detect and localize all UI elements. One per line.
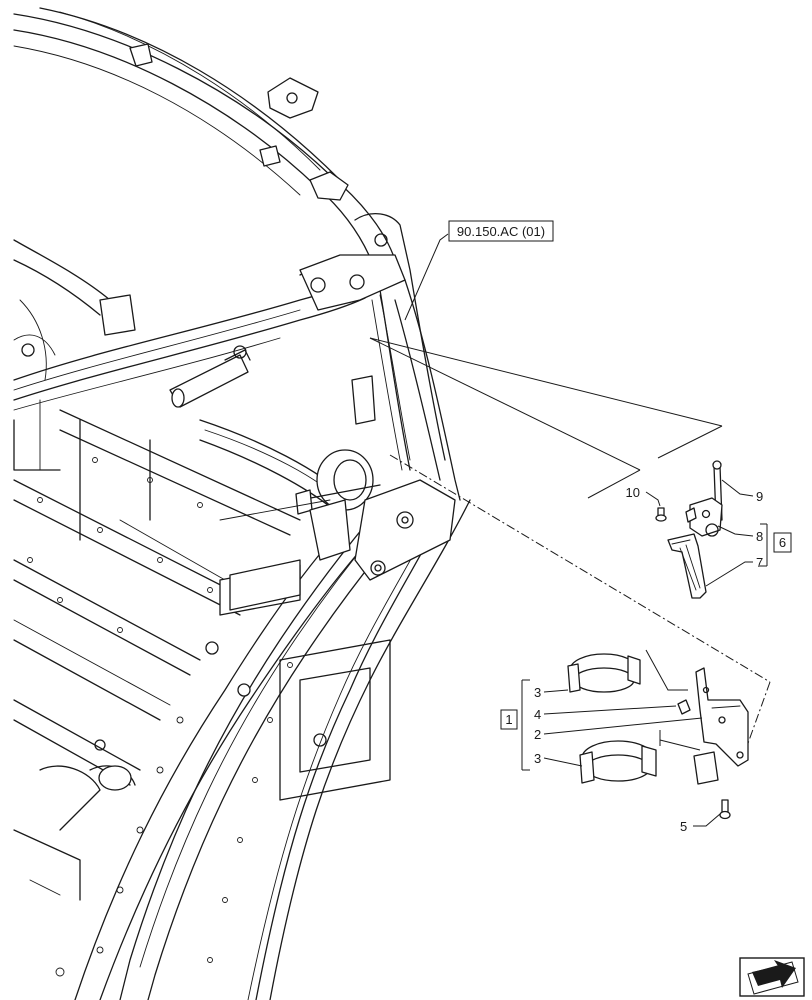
group-6-label: 6 (779, 535, 786, 550)
callout-5: 5 (680, 819, 687, 834)
callout-3-lower: 3 (534, 751, 541, 766)
callout-2: 2 (534, 727, 541, 742)
part-1-clamp-assembly (567, 649, 749, 820)
group-1-box: 1 (500, 709, 518, 730)
group-6-box: 6 (773, 532, 792, 553)
callout-7: 7 (756, 555, 763, 570)
callout-8: 8 (756, 529, 763, 544)
next-page-arrow-icon[interactable] (739, 957, 805, 997)
part-6-latch-assembly (655, 460, 723, 599)
cab-floor-structure (13, 345, 391, 901)
reference-label-text: 90.150.AC (01) (457, 224, 545, 239)
leader-lines (369, 233, 771, 761)
callout-9: 9 (756, 489, 763, 504)
reference-label[interactable]: 90.150.AC (01) (448, 220, 554, 242)
callout-leaders (521, 479, 768, 827)
callout-3-upper: 3 (534, 685, 541, 700)
a-pillar-frame (55, 213, 471, 1000)
group-1-label: 1 (505, 712, 512, 727)
cab-roof-frame (13, 7, 396, 471)
callout-4: 4 (534, 707, 541, 722)
callout-10: 10 (626, 485, 640, 500)
